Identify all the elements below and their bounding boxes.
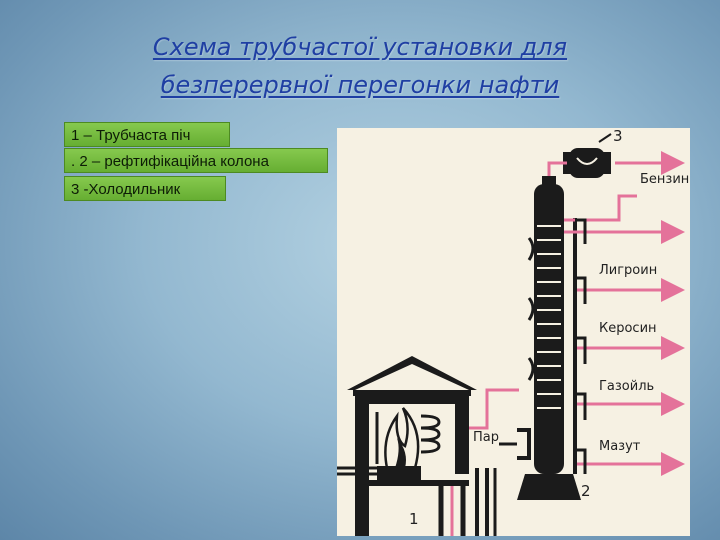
product-label-ligroin: Лигроин [599,263,657,278]
legend-item-furnace: 1 – Трубчаста піч [64,122,230,147]
slide-title: Схема трубчастої установки для безперерв… [60,28,660,104]
diagram-svg: Бензин Лигроин Керосин Газойль Мазут Пар… [337,128,689,536]
condenser-icon [563,133,612,178]
title-line-2: безперервної перегонки нафти [160,71,560,99]
number-3-label: 3 [613,128,623,145]
title-line-1: Схема трубчастої установки для [152,33,568,61]
tube-furnace-icon [337,356,489,536]
number-2-label: 2 [581,482,591,500]
number-1-label: 1 [409,510,419,528]
product-label-kerosin: Керосин [599,321,657,336]
distillation-column-icon [517,176,581,500]
product-flow-lines [547,151,685,476]
product-label-mazut: Мазут [599,439,641,454]
distillation-diagram: Бензин Лигроин Керосин Газойль Мазут Пар… [337,128,690,536]
legend-item-condenser: 3 -Холодильник [64,176,226,201]
product-label-gazoil: Газойль [599,379,654,394]
legend-item-column: . 2 – рефтифікаційна колона [64,148,328,173]
product-label-benzin: Бензин [640,172,689,187]
steam-label: Пар [473,430,499,445]
feed-pipe [469,388,519,430]
